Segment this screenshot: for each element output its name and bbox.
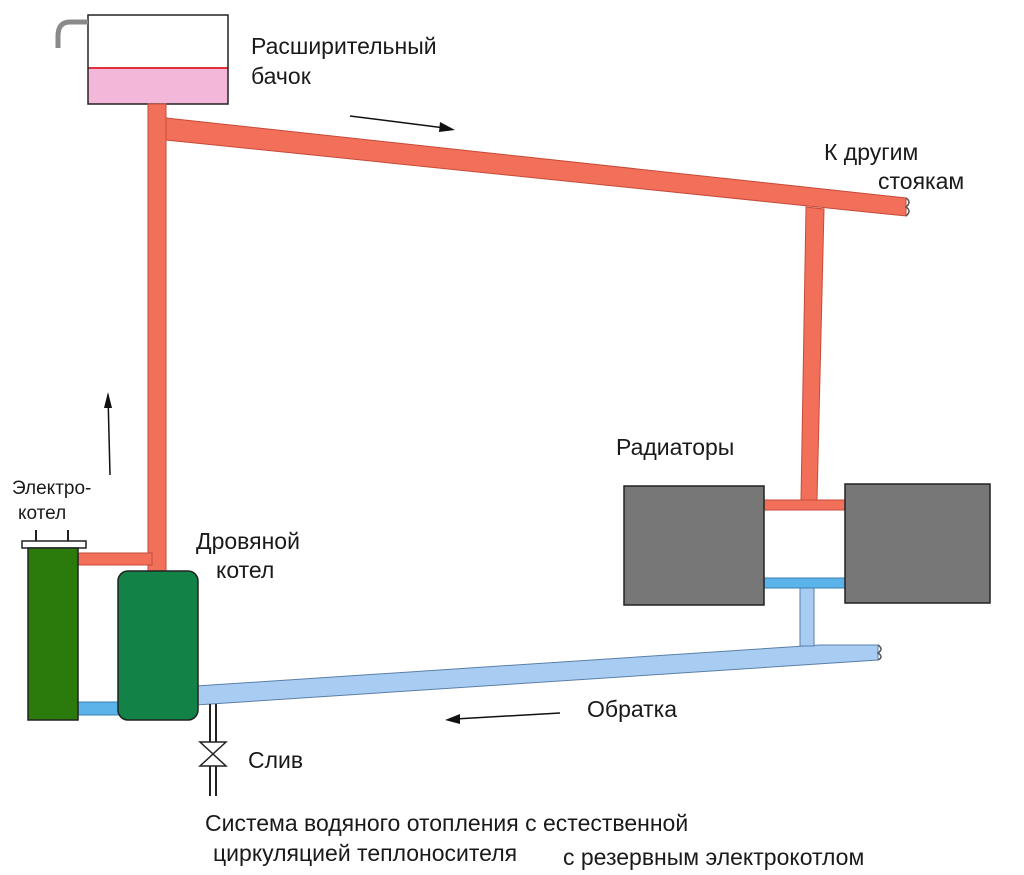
caption: Система водяного отопления с естественно…	[205, 810, 864, 870]
radiator-return-riser	[799, 587, 815, 647]
drain-valve	[198, 704, 228, 796]
caption-line1: Система водяного отопления с естественно…	[205, 810, 688, 836]
labels: Расширительный бачок К другим стоякам Ра…	[12, 33, 964, 773]
boilers-return-connector	[75, 701, 121, 716]
arrow-left-head	[445, 714, 460, 724]
radiator-left	[623, 485, 765, 606]
radiator-right	[844, 483, 991, 604]
radiators	[623, 483, 991, 606]
electric-boiler-label-line2: котел	[18, 503, 66, 524]
supply-main-line	[165, 117, 907, 217]
supply-riser	[147, 103, 167, 573]
wood-boiler-label-line1: Дровяной	[196, 528, 300, 554]
caption-line2a: циркуляцией теплоносителя	[213, 840, 517, 866]
wood-boiler-label-line2: котел	[216, 557, 274, 583]
radiators-label: Радиаторы	[616, 434, 734, 460]
electric-boiler-body	[27, 547, 79, 721]
boilers-supply-connector	[75, 552, 153, 566]
return-label: Обратка	[587, 696, 677, 722]
flow-arrows	[104, 115, 561, 724]
wood-boiler	[117, 570, 199, 721]
radiator-supply-connector	[761, 499, 847, 511]
tank-label-line1: Расширительный	[251, 33, 437, 59]
arrow-right-head	[439, 122, 455, 132]
tank-water	[88, 68, 228, 104]
arrow-right-icon	[349, 115, 446, 129]
arrow-left-icon	[454, 712, 561, 720]
electric-boiler	[21, 530, 87, 721]
supply-pipes	[75, 103, 910, 573]
tank-label-line2: бачок	[251, 63, 312, 89]
expansion-tank	[55, 14, 229, 105]
other-risers-label-line1: К другим	[824, 139, 918, 165]
supply-pipe-end	[904, 197, 910, 217]
drain-label: Слив	[248, 747, 303, 773]
radiator-supply-riser	[800, 206, 825, 501]
arrow-up-icon	[107, 394, 111, 476]
radiator-return-connector	[761, 577, 847, 589]
return-pipe-end	[876, 644, 882, 661]
caption-line2b: с резервным электрокотлом	[563, 844, 864, 870]
other-risers-label-line2: стоякам	[878, 168, 964, 194]
valve-icon	[198, 741, 228, 767]
electric-boiler-label-line1: Электро-	[12, 478, 91, 499]
tank-overflow-pipe	[55, 19, 88, 48]
arrow-up-head	[104, 392, 112, 408]
electric-boiler-top	[21, 540, 87, 549]
return-main-line	[195, 644, 879, 706]
